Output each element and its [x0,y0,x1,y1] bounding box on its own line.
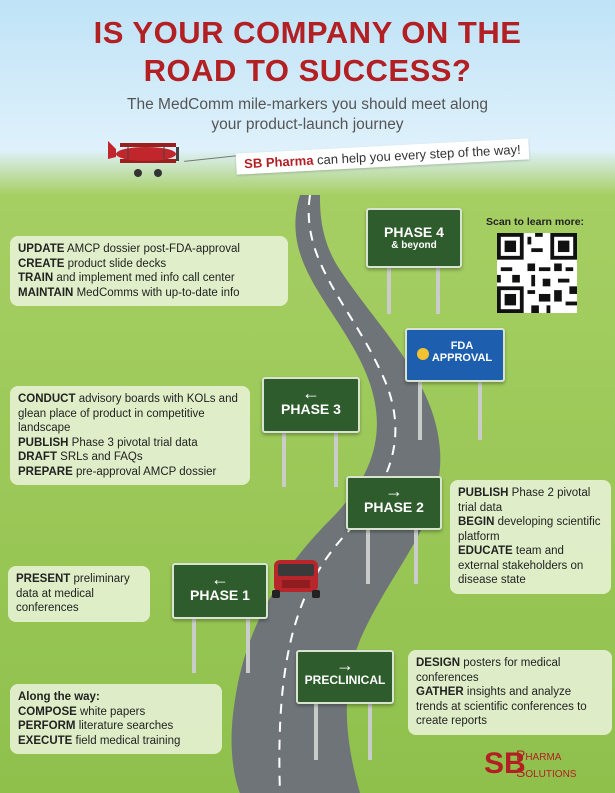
task-item: CONDUCT advisory boards with KOLs and gl… [18,393,238,434]
banner-brand: SB Pharma [243,152,314,172]
arrow-right-icon: → [336,655,354,675]
task-item: COMPOSE white papers [18,705,146,718]
arrow-left-icon: ← [302,383,320,403]
phase2-tasks: PUBLISH Phase 2 pivotal trial data BEGIN… [450,480,611,594]
phase3-tasks: CONDUCT advisory boards with KOLs and gl… [10,386,250,485]
sign-post [282,429,286,487]
task-item: UPDATE AMCP dossier post-FDA-approval [18,243,240,255]
sign-preclinical: → PRECLINICAL [296,650,394,704]
phase4-tasks: UPDATE AMCP dossier post-FDA-approval CR… [10,236,288,306]
task-item: EDUCATE team and external stakeholders o… [458,545,584,586]
sign-phase3: ← PHASE 3 [262,377,360,433]
task-item: GATHER insights and analyze trends at sc… [416,686,587,727]
arrow-left-icon: ← [211,569,229,589]
sign-phase2: → PHASE 2 [346,476,442,530]
sign-post [387,264,391,314]
task-item: MAINTAIN MedComms with up-to-date info [18,286,240,299]
task-item: BEGIN developing scientific platform [458,516,601,543]
page-subtitle: The MedComm mile-markers you should meet… [127,96,488,133]
task-item: DRAFT SRLs and FAQs [18,451,143,463]
check-seal-icon [417,348,429,360]
biplane-icon [108,141,179,177]
task-item: PERFORM literature searches [18,720,174,732]
sign-post [314,700,318,760]
logo-mark: SB [484,747,526,780]
task-item: EXECUTE field medical training [18,734,181,747]
phase1-tasks: PRESENT preliminary data at medical conf… [8,566,150,622]
logo-line1: Pharma [516,747,562,763]
task-item: PREPARE pre-approval AMCP dossier [18,465,217,478]
page-title: IS YOUR COMPANY ON THE ROAD TO SUCCESS? [93,15,522,88]
qr-label: Scan to learn more: [486,216,585,228]
arrow-right-icon: → [385,481,403,501]
car-icon [272,560,320,598]
qr-code-icon[interactable] [497,233,577,313]
task-item: PUBLISH Phase 2 pivotal trial data [458,487,591,514]
preclinical-tasks: DESIGN posters for medical conferences G… [408,650,612,735]
sign-phase4: PHASE 4 & beyond [366,208,462,268]
sign-post [192,615,196,673]
sign-post [246,615,250,673]
logo-line2: Solutions [516,764,577,780]
sign-fda-approval: FDA APPROVAL [405,328,505,382]
sign-post [366,526,370,584]
task-item: TRAIN and implement med info call center [18,272,235,284]
sign-post [368,700,372,760]
sign-post [414,526,418,584]
sign-post [334,429,338,487]
along-heading: Along the way: [18,691,100,703]
task-item: PRESENT preliminary data at medical conf… [16,573,130,614]
sb-pharma-logo: SB Pharma Solutions [484,745,609,787]
sign-phase1: ← PHASE 1 [172,563,268,619]
task-item: DESIGN posters for medical conferences [416,657,561,684]
sign-post [418,378,422,440]
task-item: PUBLISH Phase 3 pivotal trial data [18,436,198,449]
along-the-way-tasks: Along the way: COMPOSE white papers PERF… [10,684,222,754]
sign-post [436,264,440,314]
sign-post [478,378,482,440]
task-item: CREATE product slide decks [18,257,167,270]
